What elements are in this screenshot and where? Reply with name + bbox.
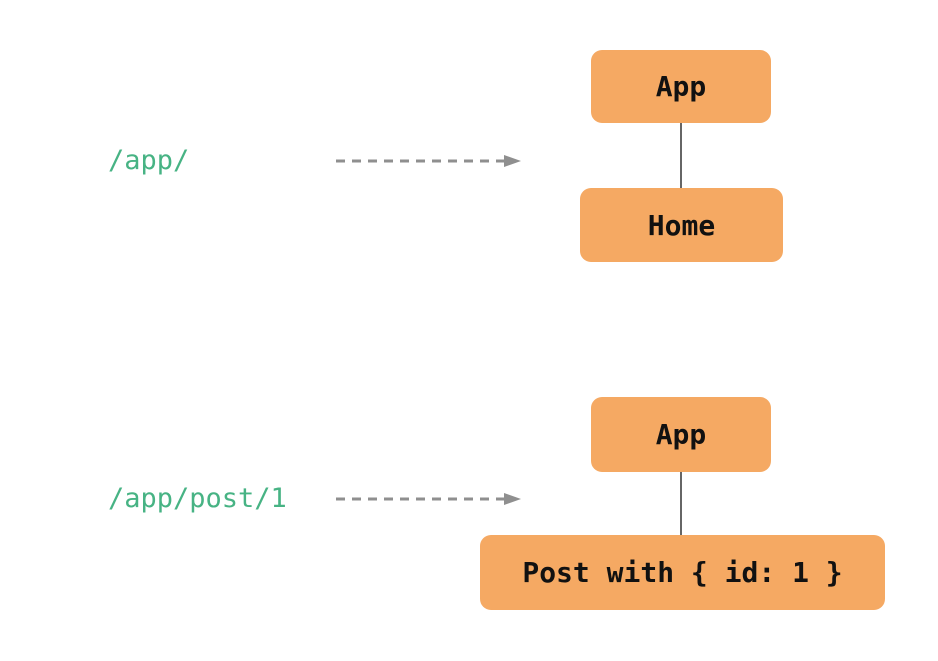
arrowhead-icon [504,155,521,167]
arrowhead-icon [504,493,521,505]
node-app-row2: App [591,397,771,472]
dashed-arrow-icon [336,493,521,505]
node-home: Home [580,188,783,262]
node-post-with-id: Post with { id: 1 } [480,535,885,610]
parent-child-connector-row1 [680,123,682,188]
dashed-arrow-icon [336,155,521,167]
route-label-app: /app/ [108,145,190,176]
route-label-app-post-1: /app/post/1 [108,483,287,514]
parent-child-connector-row2 [680,472,682,535]
node-app-row1: App [591,50,771,123]
